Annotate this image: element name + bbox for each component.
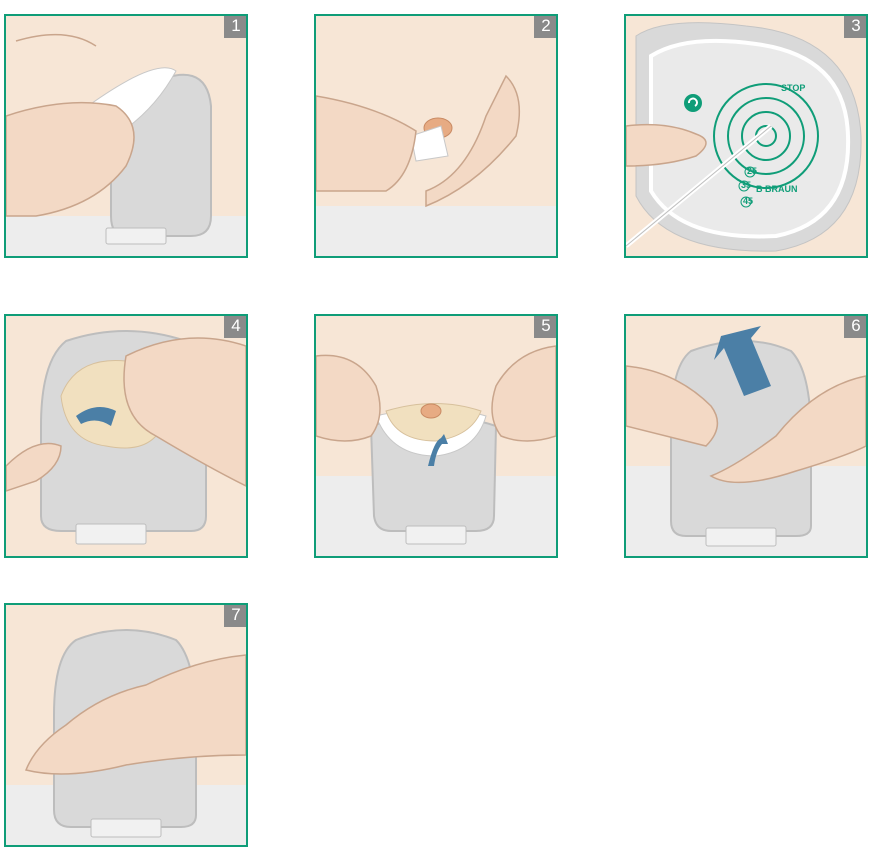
step-panel-1: 1: [4, 14, 248, 258]
step-panel-6: 6: [624, 314, 868, 558]
step-2-illustration: [316, 16, 556, 256]
step-6-illustration: [626, 316, 866, 556]
step-number-badge: 3: [844, 14, 868, 38]
step-number-badge: 1: [224, 14, 248, 38]
size-label-25: 25: [747, 166, 757, 176]
step-panel-4: 4: [4, 314, 248, 558]
step-number-badge: 6: [844, 314, 868, 338]
step-number-badge: 2: [534, 14, 558, 38]
step-number-badge: 4: [224, 314, 248, 338]
stop-label: STOP: [781, 83, 805, 93]
step-panel-7: 7: [4, 603, 248, 847]
step-7-illustration: [6, 605, 246, 845]
step-1-illustration: [6, 16, 246, 256]
step-5-illustration: [316, 316, 556, 556]
refresh-icon: [684, 94, 702, 112]
brand-logo: B BRAUN: [756, 184, 798, 194]
size-label-45: 45: [743, 196, 753, 206]
step-4-illustration: [6, 316, 246, 556]
step-3-illustration: STOP 25 35 45 B BRAUN: [626, 16, 866, 256]
step-panel-2: 2: [314, 14, 558, 258]
step-number-badge: 5: [534, 314, 558, 338]
step-panel-5: 5: [314, 314, 558, 558]
size-label-35: 35: [741, 180, 751, 190]
step-number-badge: 7: [224, 603, 248, 627]
step-panel-3: STOP 25 35 45 B BRAUN 3: [624, 14, 868, 258]
